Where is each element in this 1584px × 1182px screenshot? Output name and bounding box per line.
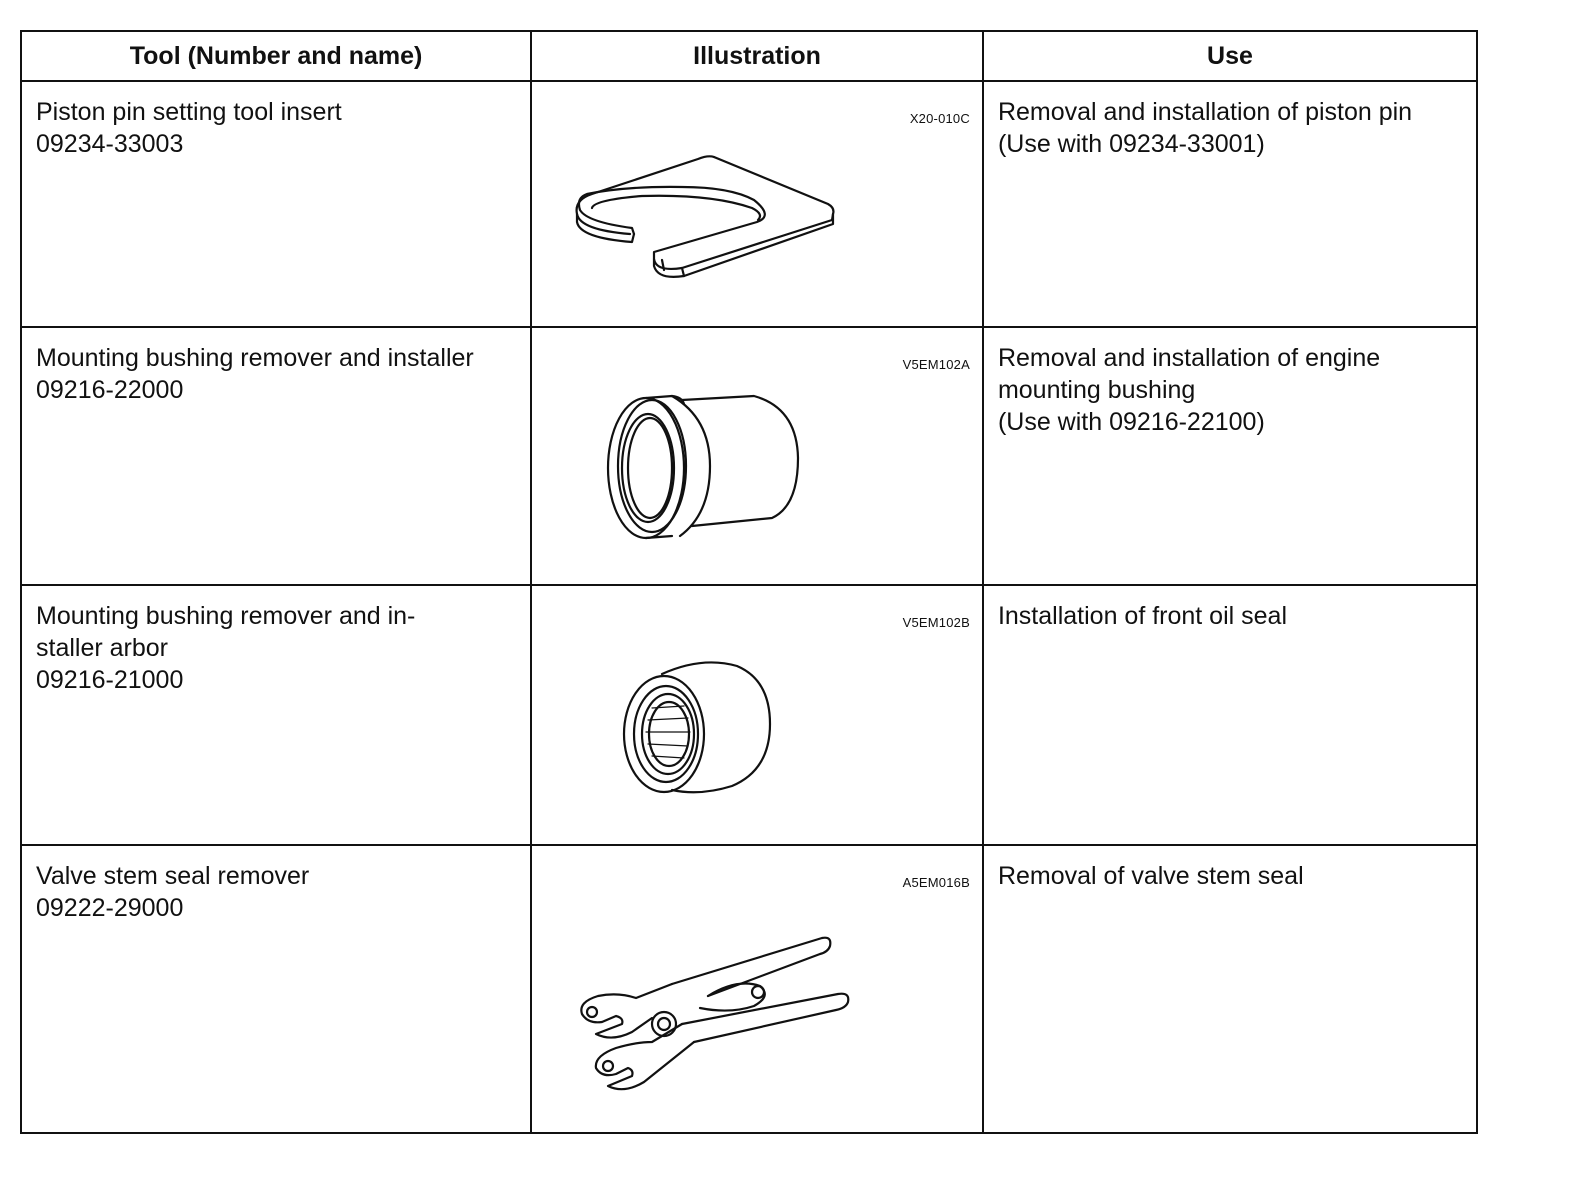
figure-code: V5EM102A (902, 357, 970, 372)
use-cell: Removal and installation of piston pin (… (981, 80, 1479, 328)
valve-stem-seal-pliers-icon (580, 936, 850, 1091)
tool-name: Valve stem seal remover (36, 862, 310, 890)
tool-cell: Piston pin setting tool insert 09234-330… (19, 80, 533, 328)
figure-code: V5EM102B (902, 615, 970, 630)
table-row: Mounting bushing remover and installer 0… (19, 326, 1479, 586)
header-tool: Tool (Number and name) (19, 30, 533, 82)
bushing-remover-installer-icon (606, 394, 800, 540)
table-row: Mounting bushing remover and in- staller… (19, 584, 1479, 846)
illustration-cell: X20-010C (530, 80, 984, 328)
tool-cell: Mounting bushing remover and installer 0… (19, 326, 533, 586)
tool-number: 09234-33003 (36, 130, 184, 158)
use-text: (Use with 09216-22100) (997, 408, 1265, 436)
tool-number: 09216-21000 (36, 666, 184, 694)
illustration-cell: V5EM102A (530, 326, 984, 586)
table-header-row: Tool (Number and name) Illustration Use (19, 30, 1479, 82)
tool-name: Mounting bushing remover and in- (36, 602, 416, 630)
use-cell: Removal and installation of engine mount… (981, 326, 1479, 586)
tool-name: Piston pin setting tool insert (36, 98, 342, 126)
tool-number: 09222-29000 (36, 894, 184, 922)
illustration-cell: A5EM016B (530, 844, 984, 1134)
illustration-cell: V5EM102B (530, 584, 984, 846)
use-text: (Use with 09234-33001) (997, 130, 1265, 158)
special-tools-table: Tool (Number and name) Illustration Use … (19, 30, 1479, 1134)
use-text: Installation of front oil seal (997, 602, 1288, 630)
use-text: Removal of valve stem seal (997, 862, 1304, 890)
figure-code: A5EM016B (902, 875, 970, 890)
use-text: mounting bushing (997, 376, 1196, 404)
tool-cell: Mounting bushing remover and in- staller… (19, 584, 533, 846)
use-text: Removal and installation of engine (997, 344, 1381, 372)
tool-number: 09216-22000 (36, 376, 184, 404)
tool-name: Mounting bushing remover and installer (36, 344, 474, 372)
tool-name: staller arbor (36, 634, 168, 662)
figure-code: X20-010C (909, 111, 970, 126)
tool-cell: Valve stem seal remover 09222-29000 (19, 844, 533, 1134)
use-cell: Installation of front oil seal (981, 584, 1479, 846)
installer-arbor-icon (622, 661, 772, 794)
piston-pin-setting-insert-icon (575, 155, 835, 278)
use-cell: Removal of valve stem seal (981, 844, 1479, 1134)
use-text: Removal and installation of piston pin (997, 98, 1413, 126)
table-row: Valve stem seal remover 09222-29000 A5EM… (19, 844, 1479, 1134)
header-use: Use (981, 30, 1479, 82)
table-row: Piston pin setting tool insert 09234-330… (19, 80, 1479, 328)
header-illustration: Illustration (530, 30, 984, 82)
